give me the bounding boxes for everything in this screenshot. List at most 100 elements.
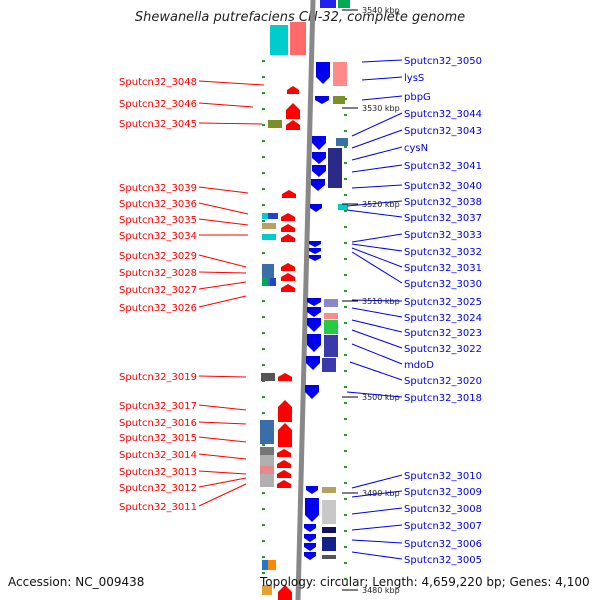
right-label-connector (351, 319, 403, 333)
feature-box (268, 213, 278, 219)
forward-gene-arrow (286, 103, 300, 119)
track-tick (344, 530, 347, 532)
right-label-connector (351, 251, 403, 284)
left-label-connector (198, 404, 247, 411)
track-tick (344, 98, 347, 100)
track-tick (262, 220, 265, 222)
track-tick (344, 322, 347, 324)
left-gene-label: Sputcn32_3034 (119, 231, 197, 242)
right-gene-label: Sputcn32_3020 (404, 376, 482, 387)
right-gene-label: lysS (404, 73, 424, 84)
track-tick (262, 156, 265, 158)
track-tick (344, 418, 347, 420)
left-gene-label: Sputcn32_3016 (119, 418, 197, 429)
left-gene-label: Sputcn32_3012 (119, 483, 197, 494)
reverse-gene-arrow (304, 524, 316, 532)
feature-box (322, 555, 336, 559)
track-tick (344, 210, 347, 212)
right-label-connector (351, 524, 403, 531)
reverse-gene-arrow (304, 543, 316, 551)
right-gene-label: Sputcn32_3038 (404, 197, 482, 208)
track-tick (262, 524, 265, 526)
reverse-gene-arrow (312, 136, 326, 150)
feature-box (322, 500, 336, 524)
reverse-gene-arrow (306, 486, 318, 494)
left-gene-label: Sputcn32_3026 (119, 303, 197, 314)
feature-box (260, 447, 274, 455)
track-tick (344, 338, 347, 340)
right-gene-label: Sputcn32_3006 (404, 539, 482, 550)
left-label-connector (198, 218, 249, 226)
feature-box (262, 585, 272, 595)
left-gene-label: Sputcn32_3027 (119, 285, 197, 296)
right-label-connector (351, 247, 403, 268)
right-label-connector (351, 474, 403, 489)
left-label-connector (198, 483, 247, 507)
right-gene-label: Sputcn32_3033 (404, 230, 482, 241)
right-gene-label: Sputcn32_3022 (404, 344, 482, 355)
right-label-connector (346, 200, 403, 207)
track-tick (344, 450, 347, 452)
feature-box (262, 223, 276, 229)
left-label-connector (198, 254, 247, 268)
track-tick (262, 540, 265, 542)
left-label-connector (198, 375, 247, 378)
left-label-connector (198, 271, 247, 274)
track-tick (262, 300, 265, 302)
track-tick (262, 412, 265, 414)
right-label-connector (351, 307, 403, 318)
left-gene-label: Sputcn32_3028 (119, 268, 197, 279)
right-gene-label: Sputcn32_3008 (404, 504, 482, 515)
left-gene-label: Sputcn32_3017 (119, 401, 197, 412)
reverse-gene-arrow (307, 334, 321, 352)
track-tick (262, 492, 265, 494)
right-label-connector (351, 329, 403, 349)
track-tick (344, 114, 347, 116)
track-tick (344, 130, 347, 132)
forward-gene-arrow (281, 263, 295, 271)
left-gene-label: Sputcn32_3019 (119, 372, 197, 383)
kbp-marker-label: 3540 kbp (362, 6, 400, 15)
right-gene-label: Sputcn32_3037 (404, 213, 482, 224)
feature-box (328, 148, 342, 188)
left-gene-label: Sputcn32_3011 (119, 502, 197, 513)
right-label-connector (351, 146, 403, 161)
reverse-gene-arrow (307, 298, 321, 306)
right-gene-label: Sputcn32_3023 (404, 328, 482, 339)
right-label-connector (351, 490, 403, 498)
right-gene-label: Sputcn32_3010 (404, 471, 482, 482)
left-label-connector (198, 295, 247, 308)
forward-gene-arrow (281, 284, 295, 292)
reverse-gene-arrow (310, 204, 322, 212)
left-label-connector (198, 477, 247, 488)
track-tick (262, 252, 265, 254)
feature-box (324, 320, 338, 334)
track-tick (262, 140, 265, 142)
right-gene-label: Sputcn32_3030 (404, 279, 482, 290)
track-tick (262, 316, 265, 318)
right-gene-label: cysN (404, 143, 428, 154)
feature-box (268, 120, 282, 128)
right-label-connector (361, 59, 403, 63)
track-tick (344, 290, 347, 292)
right-label-connector (351, 539, 403, 544)
right-gene-label: Sputcn32_3007 (404, 521, 482, 532)
feature-box (333, 62, 347, 86)
left-label-connector (198, 421, 247, 425)
accession-text: Accession: NC_009438 (8, 575, 145, 589)
forward-gene-arrow (281, 273, 295, 281)
right-gene-label: Sputcn32_3024 (404, 313, 482, 324)
forward-gene-arrow (277, 470, 291, 478)
feature-box (322, 487, 336, 493)
feature-box (322, 537, 336, 551)
right-gene-label: Sputcn32_3009 (404, 487, 482, 498)
kbp-marker-label: 3500 kbp (362, 393, 400, 402)
track-tick (344, 514, 347, 516)
track-tick (344, 578, 347, 580)
reverse-gene-arrow (315, 96, 329, 104)
feature-box (336, 138, 348, 146)
right-gene-label: Sputcn32_3031 (404, 263, 482, 274)
feature-box (290, 22, 306, 55)
forward-gene-arrow (286, 120, 300, 130)
track-tick (262, 124, 265, 126)
